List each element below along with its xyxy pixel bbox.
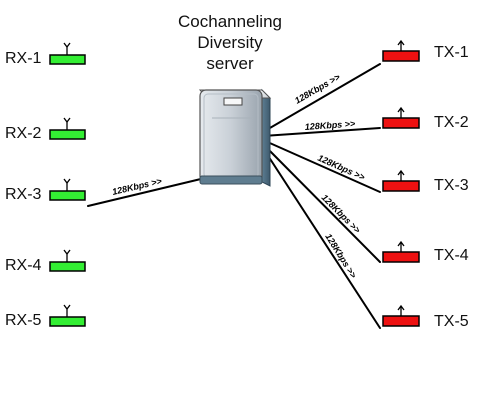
antenna-icon [63,249,71,262]
link-label-tx4: 128Kbps >> [320,192,363,235]
transmitter-box [382,180,420,192]
receiver-box [49,129,86,140]
rx5-label: RX-5 [5,312,42,329]
link-server-tx1 [262,63,381,133]
server-tower-icon [198,88,272,187]
link-server-tx4 [262,143,381,263]
antenna-icon [63,42,71,55]
transmitter-tx3 [382,169,420,192]
rx2-label: RX-2 [5,125,42,142]
transmitter-box [382,50,420,62]
antenna-icon [63,178,71,191]
receiver-box [49,316,86,327]
tx4-label: TX-4 [434,247,469,264]
link-server-tx2 [262,127,381,137]
connection-lines [87,63,381,329]
transmit-arrow-icon [397,240,405,252]
receiver-rx1 [49,42,86,65]
transmit-arrow-icon [397,304,405,316]
receiver-rx2 [49,117,86,140]
receiver-box [49,54,86,65]
transmit-arrow-icon [397,106,405,118]
link-server-tx5 [262,147,381,329]
receiver-box [49,190,86,201]
server-title-line-2: Diversity [197,33,263,52]
rx3-label: RX-3 [5,186,42,203]
transmitter-tx5 [382,304,420,327]
transmitter-box [382,251,420,263]
link-server-tx3 [262,139,381,193]
tx5-label: TX-5 [434,313,469,330]
link-label-tx5: 128Kbps >> [323,232,359,281]
receiver-rx5 [49,304,86,327]
tx3-label: TX-3 [434,177,469,194]
server-title-line-1: Cochanneling [178,12,282,31]
rx1-label: RX-1 [5,50,42,67]
transmitter-box [382,117,420,129]
rx4-label: RX-4 [5,257,42,274]
tx2-label: TX-2 [434,114,469,131]
transmitter-tx2 [382,106,420,129]
link-label-tx2: 128Kbps >> [304,118,356,132]
transmitter-box [382,315,420,327]
receiver-rx3 [49,178,86,201]
link-rx3-server [87,177,206,207]
transmitter-tx1 [382,39,420,62]
receiver-rx4 [49,249,86,272]
antenna-icon [63,304,71,317]
antenna-icon [63,117,71,130]
receiver-box [49,261,86,272]
server-title-line-3: server [206,54,254,73]
transmit-arrow-icon [397,39,405,51]
transmitter-tx4 [382,240,420,263]
transmit-arrow-icon [397,169,405,181]
tx1-label: TX-1 [434,44,469,61]
